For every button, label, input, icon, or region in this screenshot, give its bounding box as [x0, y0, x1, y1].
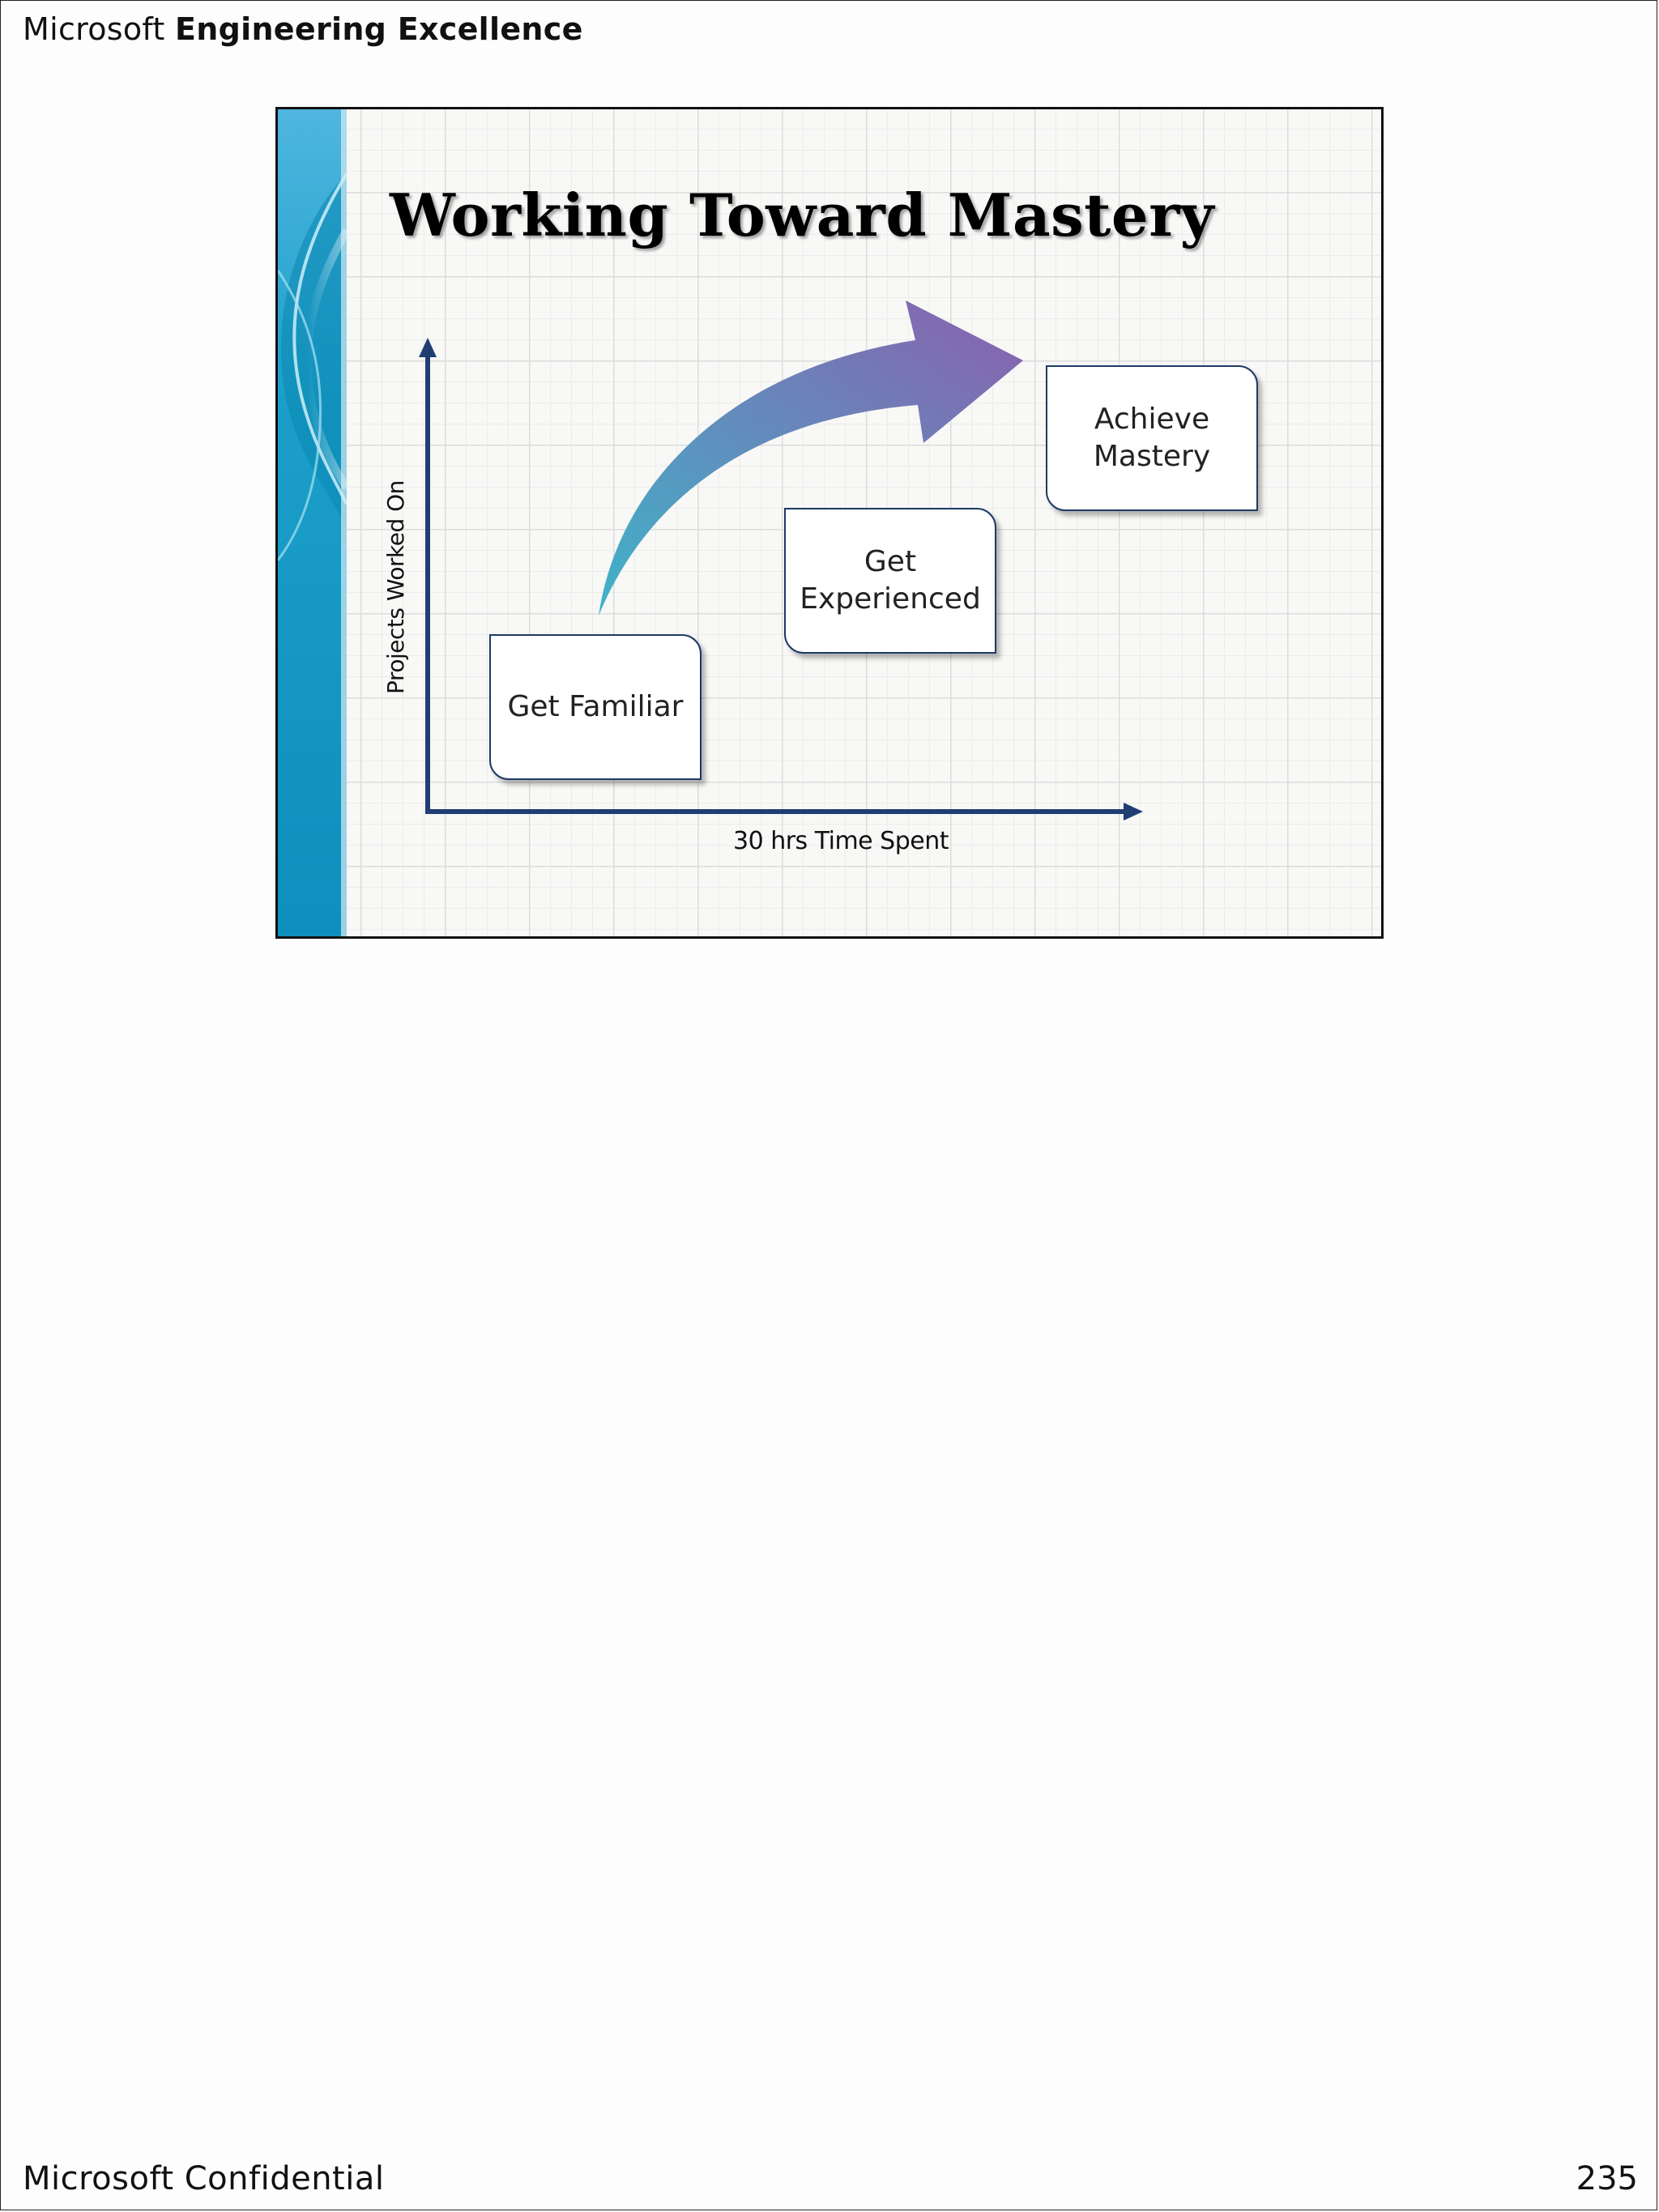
header-brand-prefix: Microsoft [23, 11, 175, 47]
x-axis-label: 30 hrs Time Spent [733, 827, 949, 855]
y-axis-arrowhead [419, 338, 437, 357]
footer-confidential: Microsoft Confidential [23, 2160, 384, 2197]
x-axis-arrowhead [1124, 803, 1143, 820]
step-label-line: Experienced [800, 581, 981, 618]
step-label-line: Achieve [1094, 401, 1210, 438]
step-label-line: Mastery [1094, 438, 1210, 475]
step-get-familiar: Get Familiar [489, 634, 702, 780]
y-axis-label: Projects Worked On [382, 466, 410, 709]
page-number: 235 [1576, 2160, 1638, 2197]
step-label-line: Get Familiar [507, 688, 683, 726]
slide-thumbnail: Working Toward Mastery Projects Worked O… [275, 107, 1384, 939]
step-label-line: Get [800, 543, 981, 581]
header-brand-title: Engineering Excellence [175, 11, 583, 47]
page-header: Microsoft Engineering Excellence [23, 11, 583, 47]
